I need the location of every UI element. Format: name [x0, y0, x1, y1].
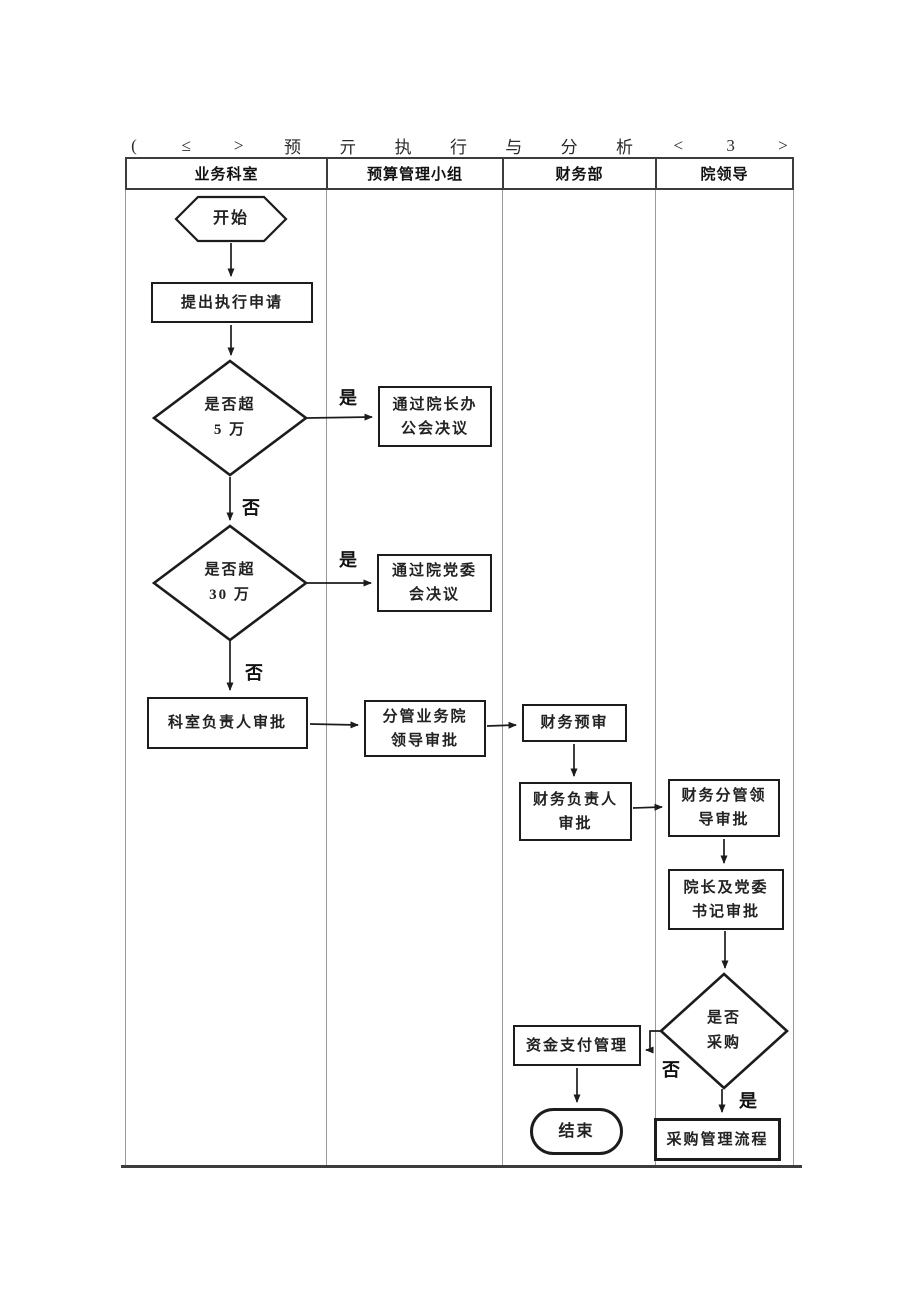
node-over-300k: 是否超 30 万: [170, 556, 290, 610]
title-char: 与: [505, 138, 523, 157]
node-label-line: 财务负责人: [532, 791, 618, 808]
pager-prev-icon[interactable]: <: [673, 135, 684, 155]
start-hexagon-shape: [174, 195, 288, 243]
node-label-line: 5 万: [213, 422, 247, 438]
page-number: 3: [726, 135, 735, 155]
swimlane-header: 业务科室 预算管理小组 财务部 院领导: [125, 157, 794, 190]
paren-glyph: (: [131, 135, 137, 155]
title-char: 分: [560, 138, 578, 157]
node-label-line: 通过院长办: [392, 396, 478, 413]
node-label-line: 分管业务院: [382, 708, 468, 725]
arrow-procurement-no: [645, 1030, 661, 1054]
pager-next-icon[interactable]: >: [778, 135, 788, 155]
lane-border-right: [793, 190, 794, 1167]
node-finance-lead-approval: 财务分管领 导审批: [668, 779, 780, 837]
node-dept-head-approval: 科室负责人审批: [147, 697, 308, 749]
arrow-vicedean-to-prereview: [486, 721, 517, 729]
node-label-line: 领导审批: [390, 732, 459, 749]
node-vice-dean-approval: 分管业务院 领导审批: [364, 700, 486, 757]
lane-divider-1: [326, 190, 327, 1167]
node-finance-head-approval: 财务负责人 审批: [519, 782, 632, 841]
edge-label-no-over300k: 否: [245, 663, 263, 683]
over50k-diamond-shape: [151, 359, 309, 477]
title-char: 预: [283, 138, 301, 157]
over300k-diamond-shape: [151, 524, 309, 642]
node-label-line: 是否超: [204, 561, 256, 578]
node-label-line: 会决议: [408, 587, 460, 603]
arrow-finhead-to-finlead: [632, 803, 663, 811]
node-label: 财务预审: [540, 715, 609, 731]
lane-header-finance-dept: 财务部: [502, 159, 655, 188]
node-label-line: 书记审批: [691, 903, 760, 920]
arrow-depthead-to-vicedean: [309, 721, 359, 729]
node-label-line: 导审批: [698, 812, 750, 828]
node-label-line: 30 万: [209, 587, 251, 603]
title-char: 行: [449, 138, 467, 157]
title-char: 执: [394, 138, 412, 157]
node-dean-secretary-approval: 院长及党委 书记审批: [668, 869, 784, 930]
arrow-over50k-yes: [306, 413, 373, 421]
node-dean-office-resolution: 通过院长办 公会决议: [378, 386, 492, 447]
prev-page-icon[interactable]: ≤: [181, 135, 191, 155]
title-char: 亓: [339, 138, 357, 157]
node-label: 科室负责人审批: [167, 715, 287, 731]
node-finance-prereview: 财务预审: [522, 704, 627, 742]
node-label-line: 通过院党委: [391, 563, 477, 579]
node-label-line: 公会决议: [400, 420, 469, 437]
node-need-procurement: 是否 采购: [674, 1004, 774, 1058]
node-label: 资金支付管理: [525, 1037, 628, 1054]
title-char: 析: [615, 138, 633, 157]
procurement-diamond-shape: [659, 972, 789, 1090]
node-label: 开始: [212, 210, 249, 228]
edge-label-yes-procurement: 是: [739, 1091, 757, 1111]
table-bottom-border: [121, 1165, 802, 1168]
node-fund-payment: 资金支付管理: [513, 1025, 641, 1066]
node-label-line: 院长及党委: [683, 879, 769, 896]
lane-border-left: [125, 190, 126, 1167]
node-start: 开始: [181, 205, 281, 233]
lane-header-hospital-leader: 院领导: [655, 159, 794, 188]
node-label-line: 财务分管领: [681, 788, 767, 804]
top-strip: ( ≤ > 预 亓 执 行 与 分 析 < 3 >: [127, 133, 790, 158]
lane-header-business-dept: 业务科室: [125, 159, 326, 188]
lane-divider-3: [655, 190, 656, 1167]
edge-label-no-over50k: 否: [242, 498, 260, 518]
node-end: 结束: [530, 1108, 623, 1155]
node-label: 提出执行申请: [180, 294, 283, 311]
node-party-committee-resolution: 通过院党委 会决议: [377, 554, 492, 612]
node-label: 结束: [558, 1122, 595, 1140]
node-submit-request: 提出执行申请: [151, 282, 313, 323]
edge-label-no-procurement: 否: [662, 1060, 680, 1080]
edge-label-yes-over300k: 是: [339, 550, 357, 570]
node-label: 采购管理流程: [666, 1131, 769, 1148]
node-label-line: 审批: [558, 815, 593, 832]
lane-divider-2: [502, 190, 503, 1167]
node-label-line: 是否超: [204, 396, 256, 413]
node-label-line: 是否: [706, 1009, 741, 1026]
node-procurement-process: 采购管理流程: [654, 1118, 781, 1161]
node-over-50k: 是否超 5 万: [170, 391, 290, 445]
node-label-line: 采购: [706, 1035, 741, 1051]
edge-label-yes-over50k: 是: [339, 388, 357, 408]
lane-header-budget-group: 预算管理小组: [326, 159, 502, 188]
next-page-icon[interactable]: >: [233, 135, 244, 155]
